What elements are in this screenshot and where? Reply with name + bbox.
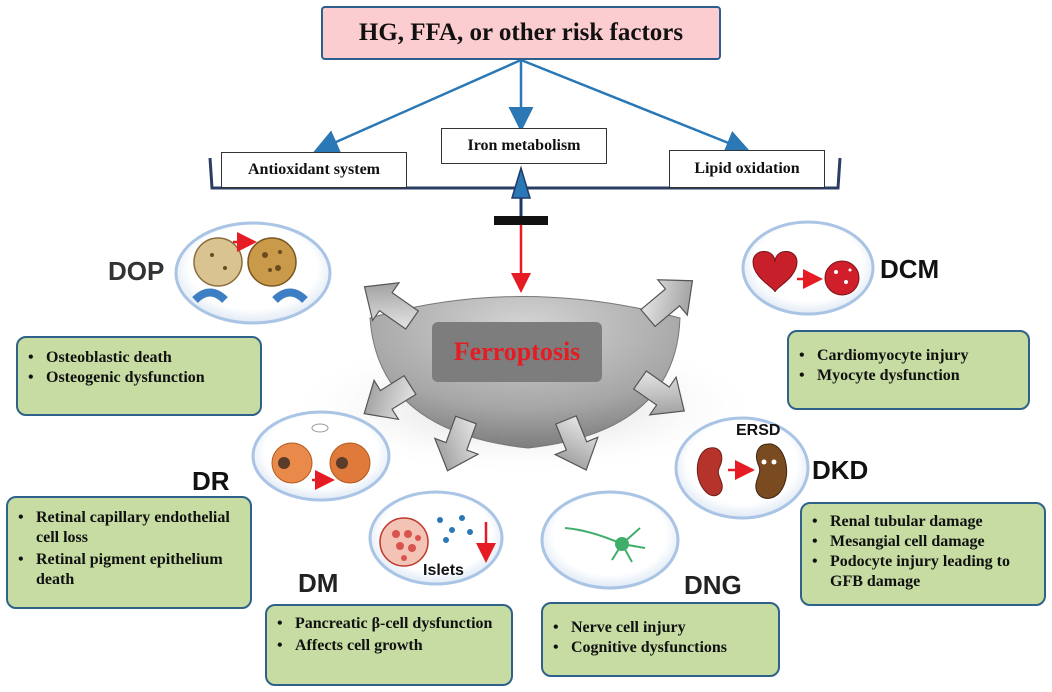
lipid-oxidation-label: Lipid oxidation xyxy=(669,150,825,188)
dm-effects-box: Pancreatic β-cell dysfunction Affects ce… xyxy=(265,604,513,686)
dop-effects-box: Osteoblastic death Osteogenic dysfunctio… xyxy=(16,336,262,416)
dng-effects-box: Nerve cell injury Cognitive dysfunctions xyxy=(541,602,780,677)
risk-factors-box: HG, FFA, or other risk factors xyxy=(321,6,721,60)
dkd-name: DKD xyxy=(812,455,869,485)
blue-arrows xyxy=(313,58,751,155)
arrow-dcm xyxy=(640,279,694,328)
dcm-effect-2: Myocyte dysfunction xyxy=(789,366,1028,386)
arrow-dkd xyxy=(632,370,685,416)
arrow-dr xyxy=(363,374,417,421)
arrow-dop xyxy=(363,282,420,330)
dcm-effect-1: Cardiomyocyte injury xyxy=(789,346,1028,366)
dr-effect-1: Retinal capillary endothelial cell loss xyxy=(8,508,242,548)
dm-effect-2: Affects cell growth xyxy=(267,636,503,656)
islets-label: Islets xyxy=(423,562,464,579)
heart-icon-damaged xyxy=(824,260,860,296)
dcm-name: DCM xyxy=(880,254,940,284)
eye-icon-damaged xyxy=(329,442,371,484)
dop-effect-2: Osteogenic dysfunction xyxy=(18,368,260,388)
islet-icon xyxy=(379,517,429,567)
bone-icon-porous xyxy=(247,237,297,287)
dop-effect-1: Osteoblastic death xyxy=(18,348,260,368)
dr-name: DR xyxy=(192,466,230,496)
bone-icon-healthy xyxy=(193,237,243,287)
dng-effect-1: Nerve cell injury xyxy=(543,618,778,638)
dng-name: DNG xyxy=(684,570,742,600)
arrow-dng xyxy=(553,415,599,471)
outgoing-arrows xyxy=(363,279,694,472)
dm-effect-1: Pancreatic β-cell dysfunction xyxy=(267,614,503,634)
dcm-effects-box: Cardiomyocyte injury Myocyte dysfunction xyxy=(787,330,1030,410)
kidney-icon-healthy xyxy=(696,447,723,497)
illustration-circles xyxy=(174,220,875,590)
dng-effect-2: Cognitive dysfunctions xyxy=(543,638,778,658)
dkd-effect-2: Mesangial cell damage xyxy=(802,532,1038,552)
arrow-to-lipid xyxy=(520,58,751,155)
ferroptosis-label: Ferroptosis xyxy=(432,322,602,382)
eye-icon-normal xyxy=(271,442,313,484)
arrow-dm xyxy=(433,415,480,472)
kidney-icon-damaged xyxy=(755,443,788,499)
dr-effects-box: Retinal capillary endothelial cell loss … xyxy=(6,496,252,609)
arrow-to-antioxidant xyxy=(313,58,522,154)
iron-metabolism-label: Iron metabolism xyxy=(441,128,607,164)
dm-name: DM xyxy=(298,568,339,598)
dkd-effect-3: Podocyte injury leading to GFB damage xyxy=(802,552,1038,592)
dop-name: DOP xyxy=(108,256,165,286)
heart-icon-normal xyxy=(752,251,798,293)
dkd-effect-1: Renal tubular damage xyxy=(802,512,1038,532)
ersd-label: ERSD xyxy=(736,422,781,439)
dkd-effects-box: Renal tubular damage Mesangial cell dama… xyxy=(800,502,1046,606)
balance-beam xyxy=(208,157,842,293)
antioxidant-system-label: Antioxidant system xyxy=(221,152,407,188)
dr-effect-2: Retinal pigment epithelium death xyxy=(8,550,242,590)
